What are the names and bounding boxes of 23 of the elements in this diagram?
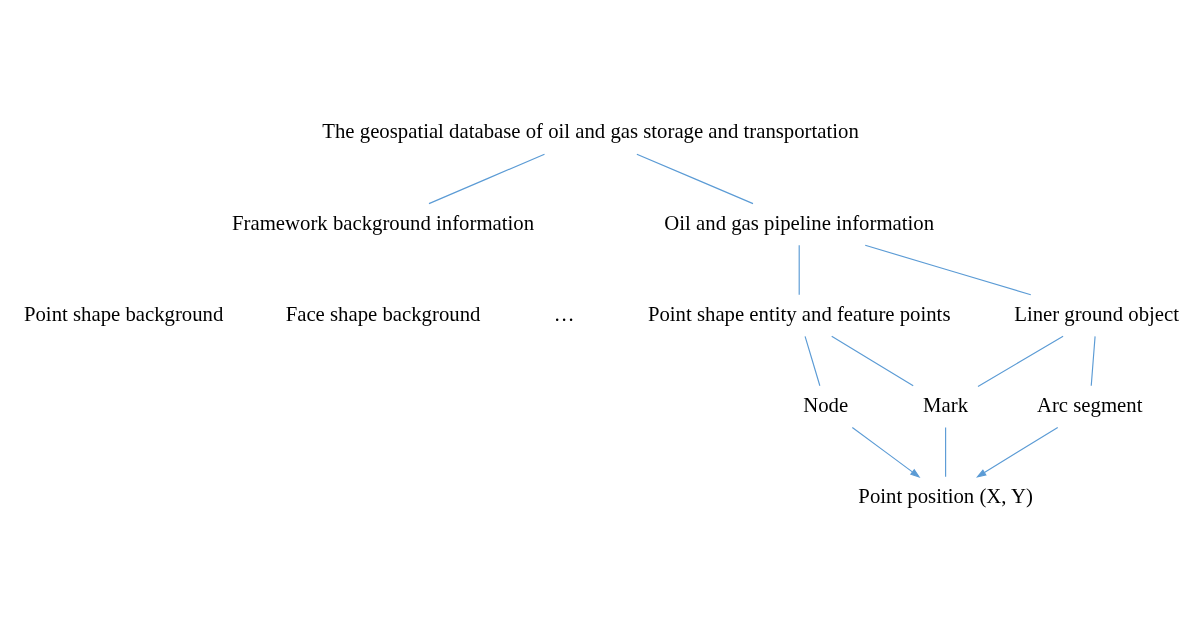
- label: Point shape background: [23, 302, 224, 325]
- connector: [798, 244, 800, 295]
- connector: [864, 244, 1032, 295]
- node-text: Point shape entity and feature points: [647, 302, 951, 325]
- label: …: [553, 302, 575, 325]
- connector: [977, 335, 1064, 387]
- node-text: Node: [803, 393, 849, 416]
- node-text: Arc segment: [1036, 393, 1143, 416]
- node-text: Framework background information: [232, 211, 535, 233]
- connector: [1090, 335, 1096, 386]
- label: Face shape background: [285, 302, 481, 325]
- node-text: Liner ground object: [1014, 302, 1180, 325]
- node-text: The geospatial database of oil and gas storage and transportation: [322, 119, 859, 142]
- connector: [428, 153, 546, 204]
- connector: [945, 426, 947, 477]
- connector: [831, 335, 914, 386]
- connector: [804, 335, 821, 386]
- node-text: Oil and gas pipeline information: [664, 211, 935, 233]
- arrow: [976, 426, 1059, 478]
- node-text: Point position (X, Y): [858, 484, 1033, 507]
- connector: [636, 153, 754, 204]
- arrow: [851, 426, 921, 478]
- node-text: Mark: [923, 393, 969, 416]
